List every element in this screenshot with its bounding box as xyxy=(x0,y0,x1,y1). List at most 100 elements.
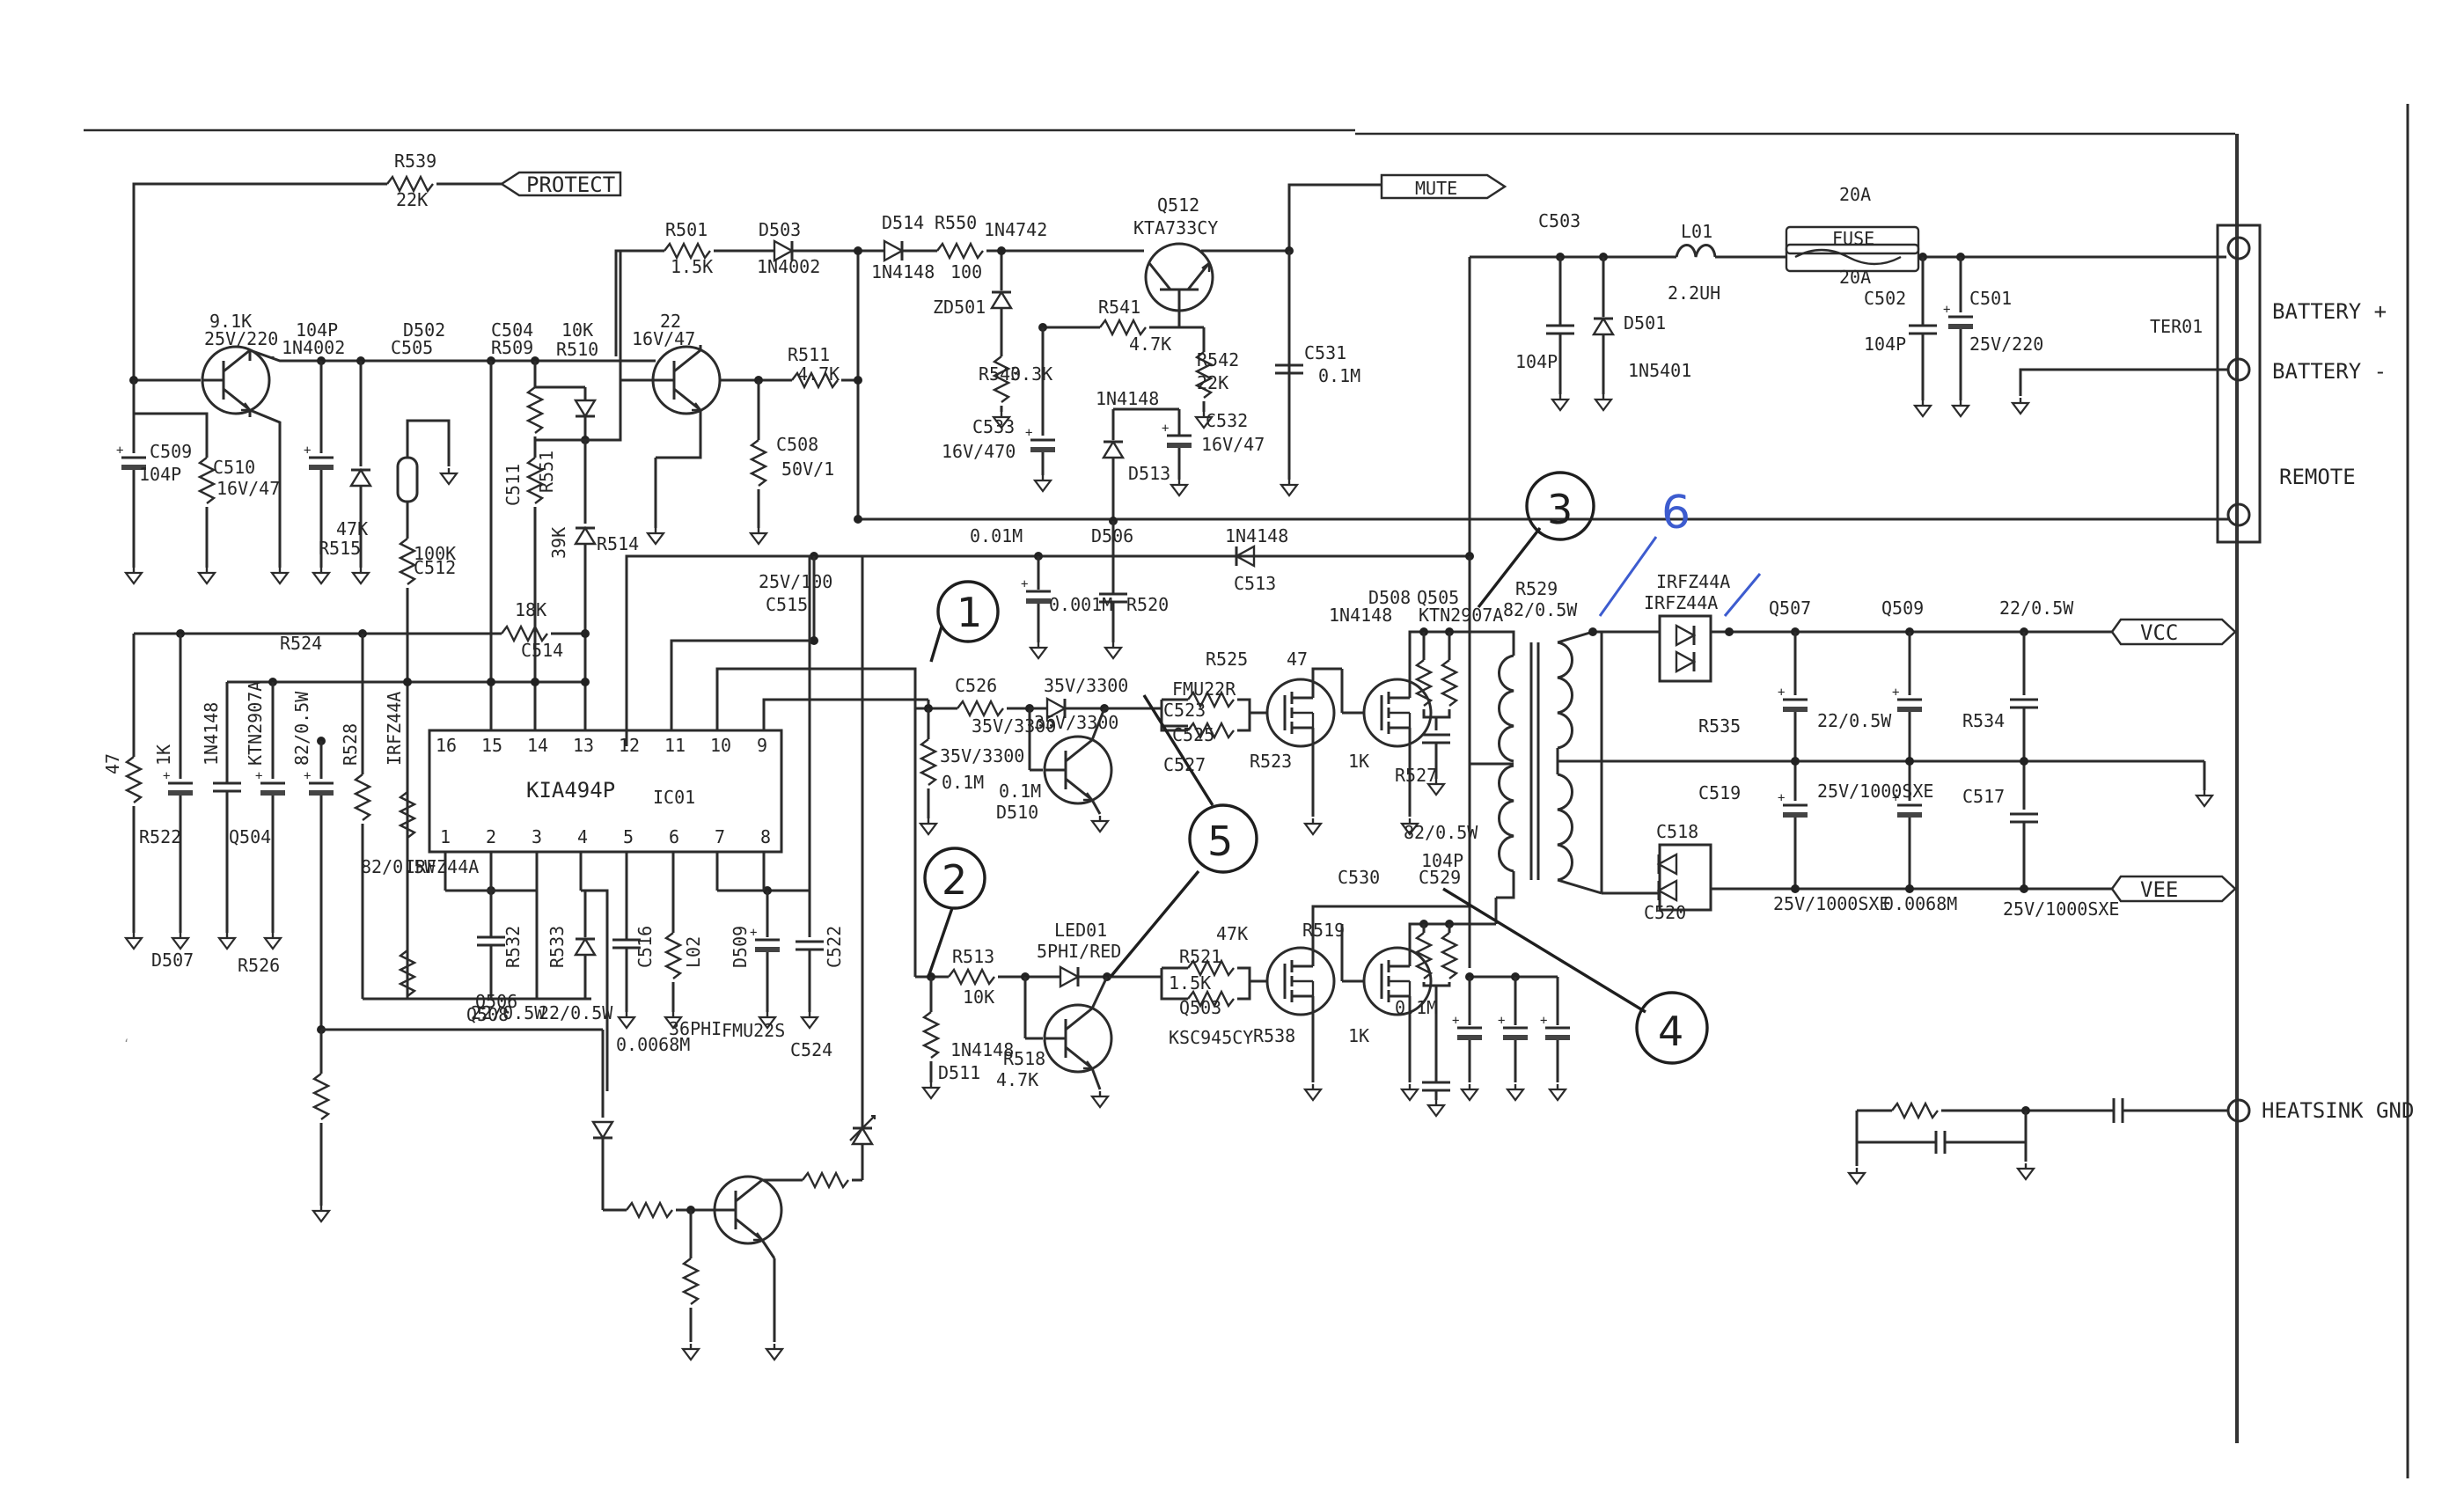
ic-pin: 1 xyxy=(440,826,451,847)
label: 47 xyxy=(1287,649,1308,670)
label: 22/0.5W xyxy=(539,1002,613,1023)
label: 35V/3300 xyxy=(940,745,1024,766)
label: R527 xyxy=(1395,765,1437,786)
label: R509 xyxy=(491,337,533,358)
label: KTN2907A xyxy=(1419,605,1503,626)
label: R538 xyxy=(1253,1025,1295,1046)
label: R550 xyxy=(935,212,977,233)
label: D506 xyxy=(1091,525,1133,546)
label: FMU22S xyxy=(722,1020,785,1041)
led-section xyxy=(591,556,876,1361)
label: R529 xyxy=(1515,578,1558,599)
label: R533 xyxy=(546,926,568,968)
label: 1N4742 xyxy=(984,219,1047,240)
label: C509 xyxy=(150,441,192,462)
label: Q503 xyxy=(1179,997,1221,1018)
label: 1.5K xyxy=(1169,972,1211,994)
label: 25V/1000SXE xyxy=(2003,898,2119,920)
label: R532 xyxy=(502,926,524,968)
label: 16V/47 xyxy=(216,478,280,499)
ic-pin: 4 xyxy=(577,826,588,847)
label: 35V/3300 xyxy=(1044,675,1128,696)
label: D508 xyxy=(1368,587,1411,608)
label: C514 xyxy=(521,640,563,661)
ic-pin: 13 xyxy=(573,735,594,756)
label: IRFZ44A xyxy=(405,856,479,877)
label: Q508 xyxy=(466,1004,509,1025)
label: 0.001M xyxy=(1049,594,1112,615)
label: 1K xyxy=(1348,751,1369,772)
label: Q507 xyxy=(1769,598,1811,619)
label: 10K xyxy=(963,986,994,1008)
ic-pin: 8 xyxy=(760,826,771,847)
label: C513 xyxy=(1234,573,1276,594)
label: 22/0.5W xyxy=(1999,598,2074,619)
label: R542 xyxy=(1197,349,1239,370)
label: 1N4002 xyxy=(757,256,820,277)
label: 20A xyxy=(1839,267,1871,288)
label: FMU22R xyxy=(1172,678,1236,700)
annotation-5: 5 xyxy=(1207,818,1233,865)
label: 0.0068M xyxy=(1883,893,1957,914)
label: 47K xyxy=(336,518,368,539)
label: 35V/3300 xyxy=(1034,712,1118,733)
label: C526 xyxy=(955,675,997,696)
label: C505 xyxy=(391,337,433,358)
label: R514 xyxy=(597,533,639,554)
battery-input: C503 L01 2.2UH 20A FUSE 20A C502 104P C5… xyxy=(854,184,2387,968)
label: IRFZ44A xyxy=(1644,592,1718,613)
label: 0.1M xyxy=(1318,365,1360,386)
label: 104P xyxy=(296,319,338,341)
label: Q504 xyxy=(229,826,271,847)
label: R523 xyxy=(1250,751,1292,772)
label: 1N4002 xyxy=(282,337,345,358)
label: C502 xyxy=(1864,288,1906,309)
remote-label: REMOTE xyxy=(2279,465,2356,489)
label: D513 xyxy=(1128,463,1170,484)
label: D503 xyxy=(759,219,801,240)
label: 50V/1 xyxy=(781,458,834,480)
protect-transistors: 9.1K 25V/220 104P 1N4002 D502 C505 C504 … xyxy=(114,251,862,999)
handwritten-annotations: 1 2 3 4 5 6 xyxy=(923,471,1762,1065)
label: C503 xyxy=(1538,210,1580,231)
label: R513 xyxy=(952,946,994,967)
label: 104P xyxy=(1515,351,1558,372)
label: 47K xyxy=(1216,923,1248,944)
label: C510 xyxy=(213,457,255,478)
label: C522 xyxy=(824,926,845,968)
upper-driver: C526 35V/3300 35V/3300 0.1M 35V/3300 35V… xyxy=(915,587,1503,843)
label: 0.01M xyxy=(970,525,1023,546)
label: IRFZ44A xyxy=(384,692,405,766)
vee-connector: VEE xyxy=(2140,877,2178,902)
label: 25V/100 xyxy=(759,571,832,592)
label: C516 xyxy=(634,926,656,968)
label: 1N4148 xyxy=(1225,525,1288,546)
label: 104P xyxy=(1421,850,1463,871)
label: 100K xyxy=(414,543,456,564)
label: C533 xyxy=(972,416,1015,437)
ic-pin: 14 xyxy=(527,735,548,756)
label: R526 xyxy=(238,955,280,976)
label: C523 xyxy=(1163,700,1206,721)
annotation-2: 2 xyxy=(942,856,967,904)
label: KTN2907A xyxy=(245,681,266,766)
mute-connector: MUTE xyxy=(1415,178,1457,199)
left-bank: 47 R522 1K D507 1N4148 Q504 KTN2907A R52… xyxy=(102,571,832,1223)
label: 39K xyxy=(548,527,569,559)
label: C515 xyxy=(766,594,808,615)
label: 25V/1000SXE xyxy=(1773,893,1889,914)
label: 22K xyxy=(396,189,428,210)
label: R540 xyxy=(979,363,1021,385)
ic-pin: 9 xyxy=(757,735,767,756)
label: D507 xyxy=(151,950,194,971)
label: 1K xyxy=(153,744,174,766)
label: 1N5401 xyxy=(1628,360,1691,381)
label: 0.1M xyxy=(1395,997,1437,1018)
label: 18K xyxy=(515,599,546,620)
label: 104P xyxy=(139,464,181,485)
label: FUSE xyxy=(1832,228,1874,249)
label: ZD501 xyxy=(933,297,986,318)
ic-pin: 3 xyxy=(532,826,542,847)
label: 1N4148 xyxy=(871,261,935,282)
label: 1.5K xyxy=(671,256,713,277)
